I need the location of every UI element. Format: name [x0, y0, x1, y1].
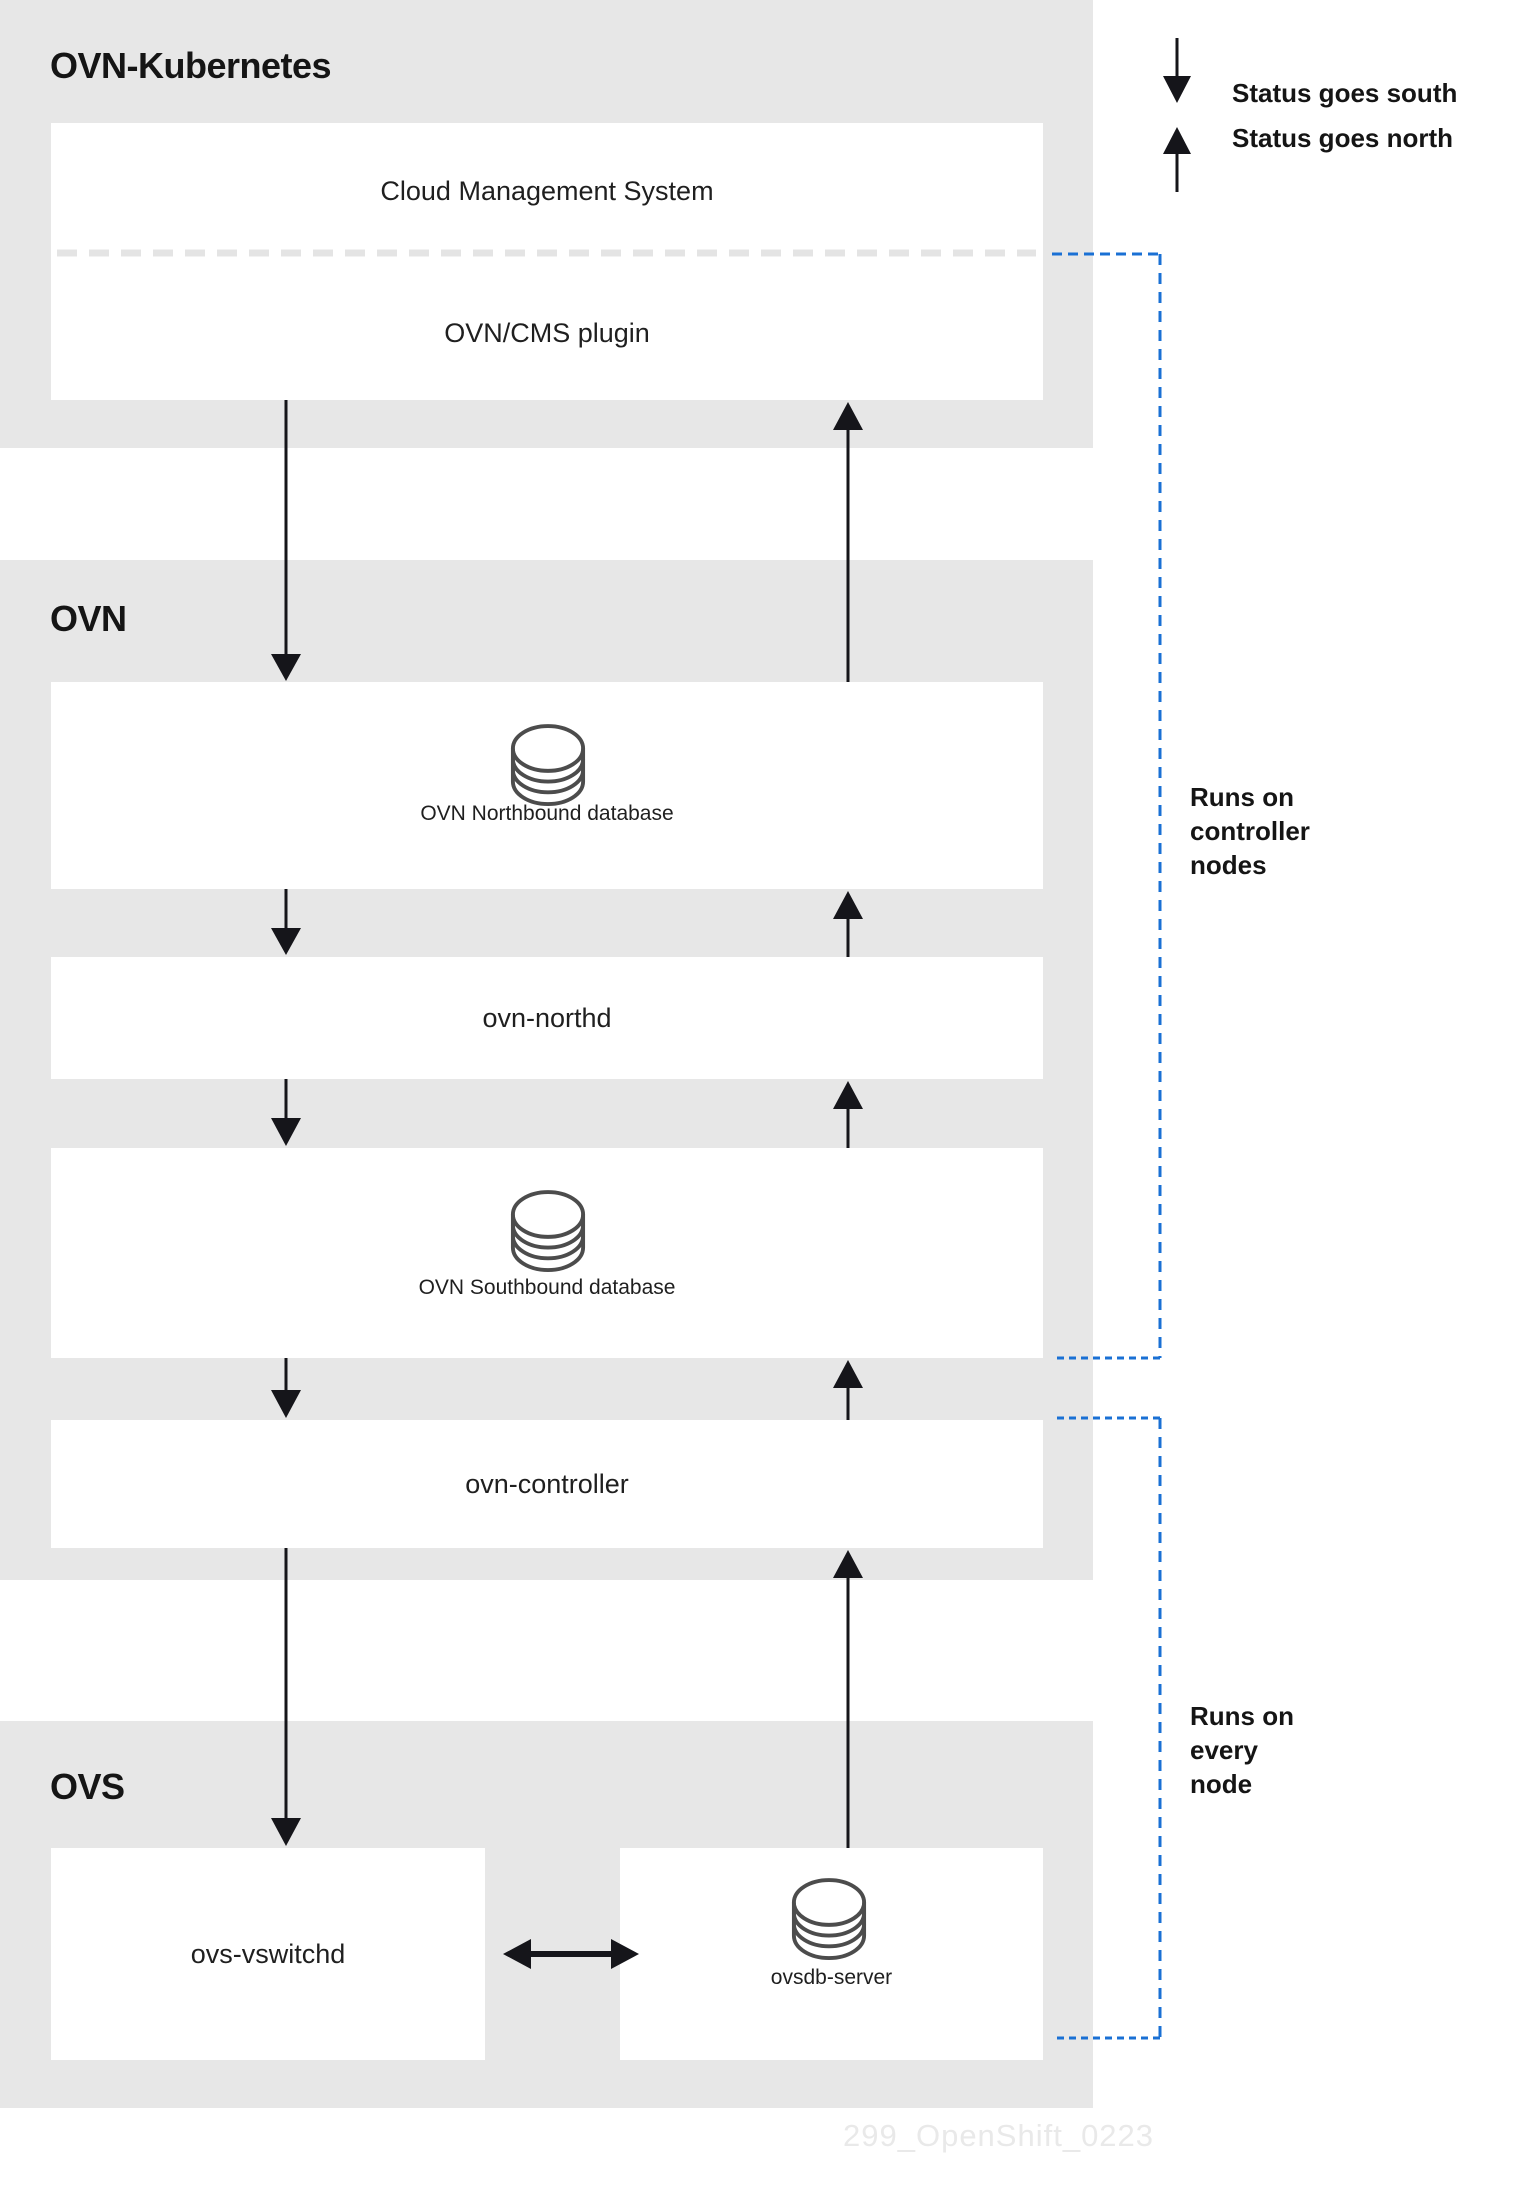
southbound-db-box: OVN Southbound database	[51, 1148, 1043, 1358]
legend-north-label: Status goes north	[1232, 123, 1454, 153]
runs-on-controller-nodes-note: Runs on controller nodes	[1190, 782, 1310, 880]
northd-box: ovn-northd	[51, 957, 1043, 1079]
cms-label: Cloud Management System	[380, 176, 714, 206]
section-title-ovs: OVS	[50, 1766, 125, 1807]
ovsdb-box: ovsdb-server	[620, 1848, 1043, 2060]
controller-box: ovn-controller	[51, 1420, 1043, 1548]
northbound-db-box: OVN Northbound database	[51, 682, 1043, 889]
database-icon	[510, 724, 586, 806]
northd-label: ovn-northd	[482, 1003, 612, 1033]
southbound-db-label: OVN Southbound database	[418, 1276, 676, 1299]
vswitchd-box: ovs-vswitchd	[51, 1848, 485, 2060]
watermark: 299_OpenShift_0223	[843, 2118, 1155, 2153]
vswitchd-label: ovs-vswitchd	[190, 1939, 346, 1969]
database-icon	[791, 1878, 867, 1960]
legend-south-arrow	[1163, 38, 1191, 103]
cms-plugin-box: Cloud Management System OVN/CMS plugin	[51, 123, 1043, 400]
controller-label: ovn-controller	[465, 1469, 629, 1499]
runs-on-every-node-note: Runs on every node	[1190, 1701, 1294, 1799]
legend-north-arrow	[1163, 127, 1191, 192]
plugin-label: OVN/CMS plugin	[444, 318, 650, 348]
section-title-ovn-kubernetes: OVN-Kubernetes	[50, 45, 332, 86]
ovsdb-label: ovsdb-server	[770, 1966, 893, 1989]
legend-south-label: Status goes south	[1232, 78, 1458, 108]
northbound-db-label: OVN Northbound database	[420, 802, 674, 825]
section-title-ovn: OVN	[50, 598, 127, 639]
database-icon	[510, 1190, 586, 1272]
